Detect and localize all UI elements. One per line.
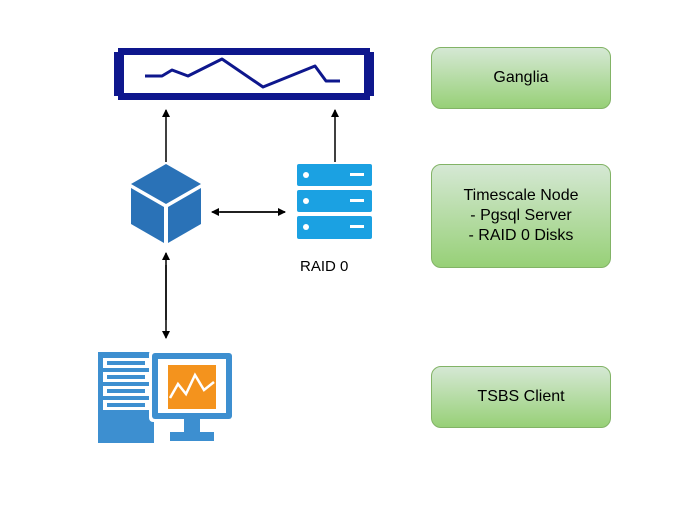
legend-tsbs-client-label: TSBS Client <box>477 388 565 405</box>
raid-label: RAID 0 <box>300 258 349 275</box>
legend-timescale-node: Timescale Node - Pgsql Server - RAID 0 D… <box>431 164 611 268</box>
legend-ganglia: Ganglia <box>431 47 611 109</box>
server-stack-icon <box>297 164 372 239</box>
cube-icon <box>131 164 201 243</box>
legend-ganglia-label: Ganglia <box>493 69 549 86</box>
monitoring-panel-icon <box>114 48 374 100</box>
workstation-icon <box>98 350 235 443</box>
legend-tsbs-client: TSBS Client <box>431 366 611 428</box>
legend-timescale-line1: - Pgsql Server <box>470 207 572 224</box>
legend-timescale-line2: - RAID 0 Disks <box>468 227 574 244</box>
connectors <box>162 109 339 339</box>
legend-timescale-title: Timescale Node <box>463 187 579 204</box>
